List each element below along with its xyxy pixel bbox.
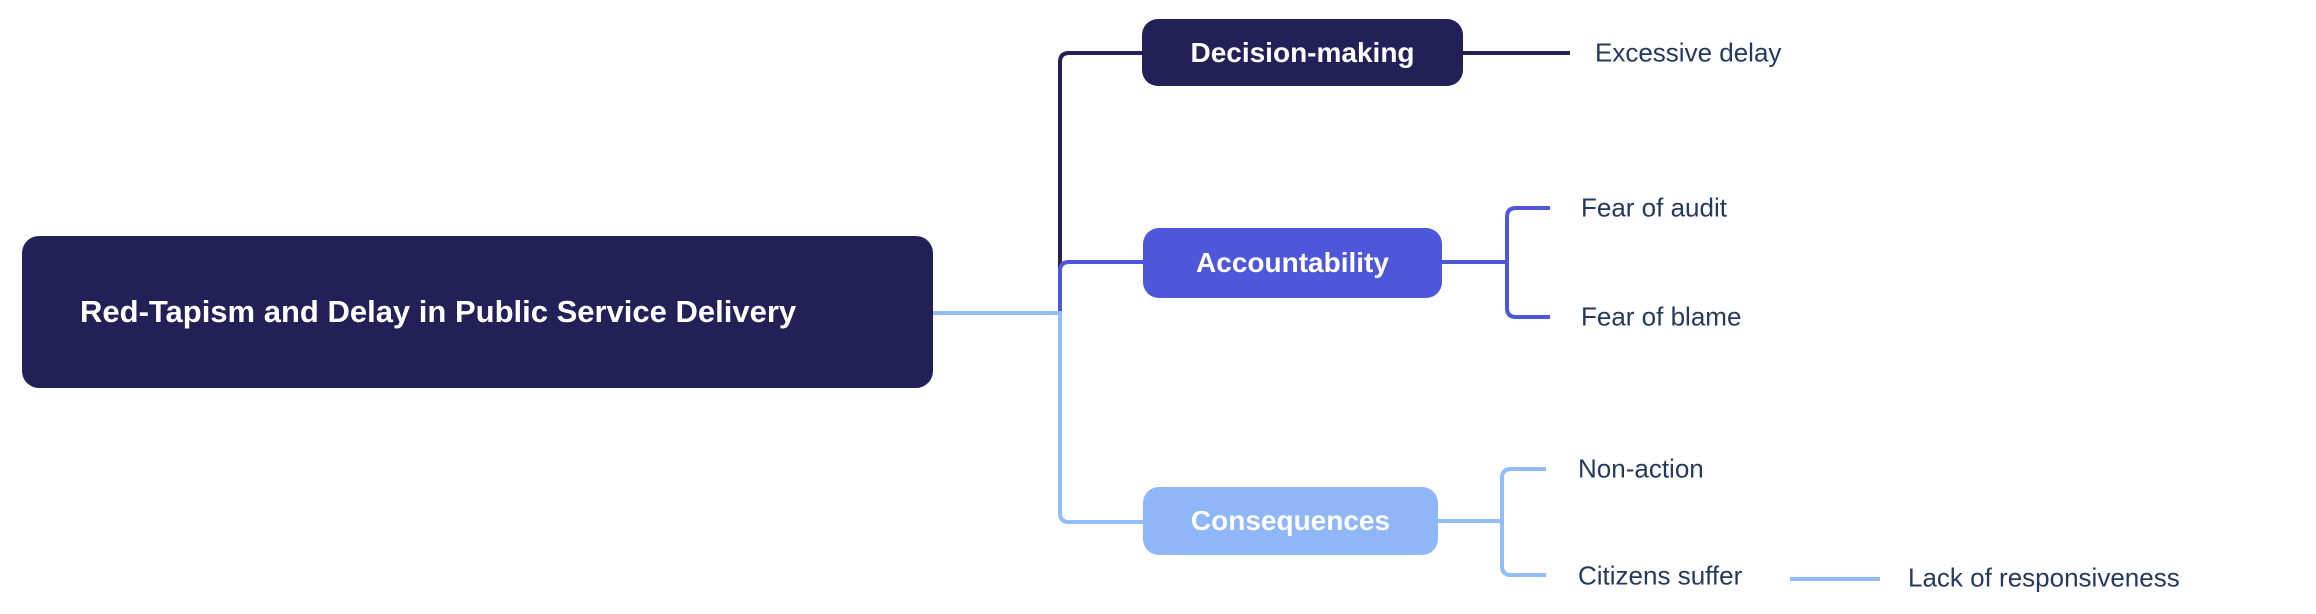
- branch-node-consequences-label: Consequences: [1190, 505, 1391, 536]
- edge-trunk-decision-making: [1058, 51, 1143, 271]
- edge-trunk-accountability: [1058, 260, 1143, 315]
- leaf-citizens-suffer[interactable]: Citizens suffer: [1578, 560, 1743, 591]
- root-node-label: Red-Tapism and Delay in Public Service D…: [80, 294, 797, 329]
- edge-accountability-bracket: [1505, 206, 1550, 319]
- leaf-excessive-delay[interactable]: Excessive delay: [1595, 37, 1782, 68]
- leaf-lack-of-responsiveness[interactable]: Lack of responsiveness: [1908, 562, 2180, 593]
- leaf-fear-of-audit[interactable]: Fear of audit: [1581, 192, 1727, 223]
- edge-trunk-consequences: [1058, 311, 1143, 524]
- leaf-non-action[interactable]: Non-action: [1578, 453, 1704, 484]
- edge-consequences-bracket: [1500, 467, 1546, 577]
- branch-node-consequences[interactable]: Consequences: [1143, 487, 1438, 555]
- branch-node-decision-making-label: Decision-making: [1190, 36, 1415, 68]
- root-node[interactable]: Red-Tapism and Delay in Public Service D…: [22, 236, 933, 388]
- branch-node-decision-making[interactable]: Decision-making: [1142, 19, 1463, 86]
- branch-node-accountability-label: Accountability: [1196, 247, 1389, 278]
- leaf-fear-of-blame[interactable]: Fear of blame: [1581, 301, 1742, 332]
- branch-node-accountability[interactable]: Accountability: [1143, 228, 1442, 298]
